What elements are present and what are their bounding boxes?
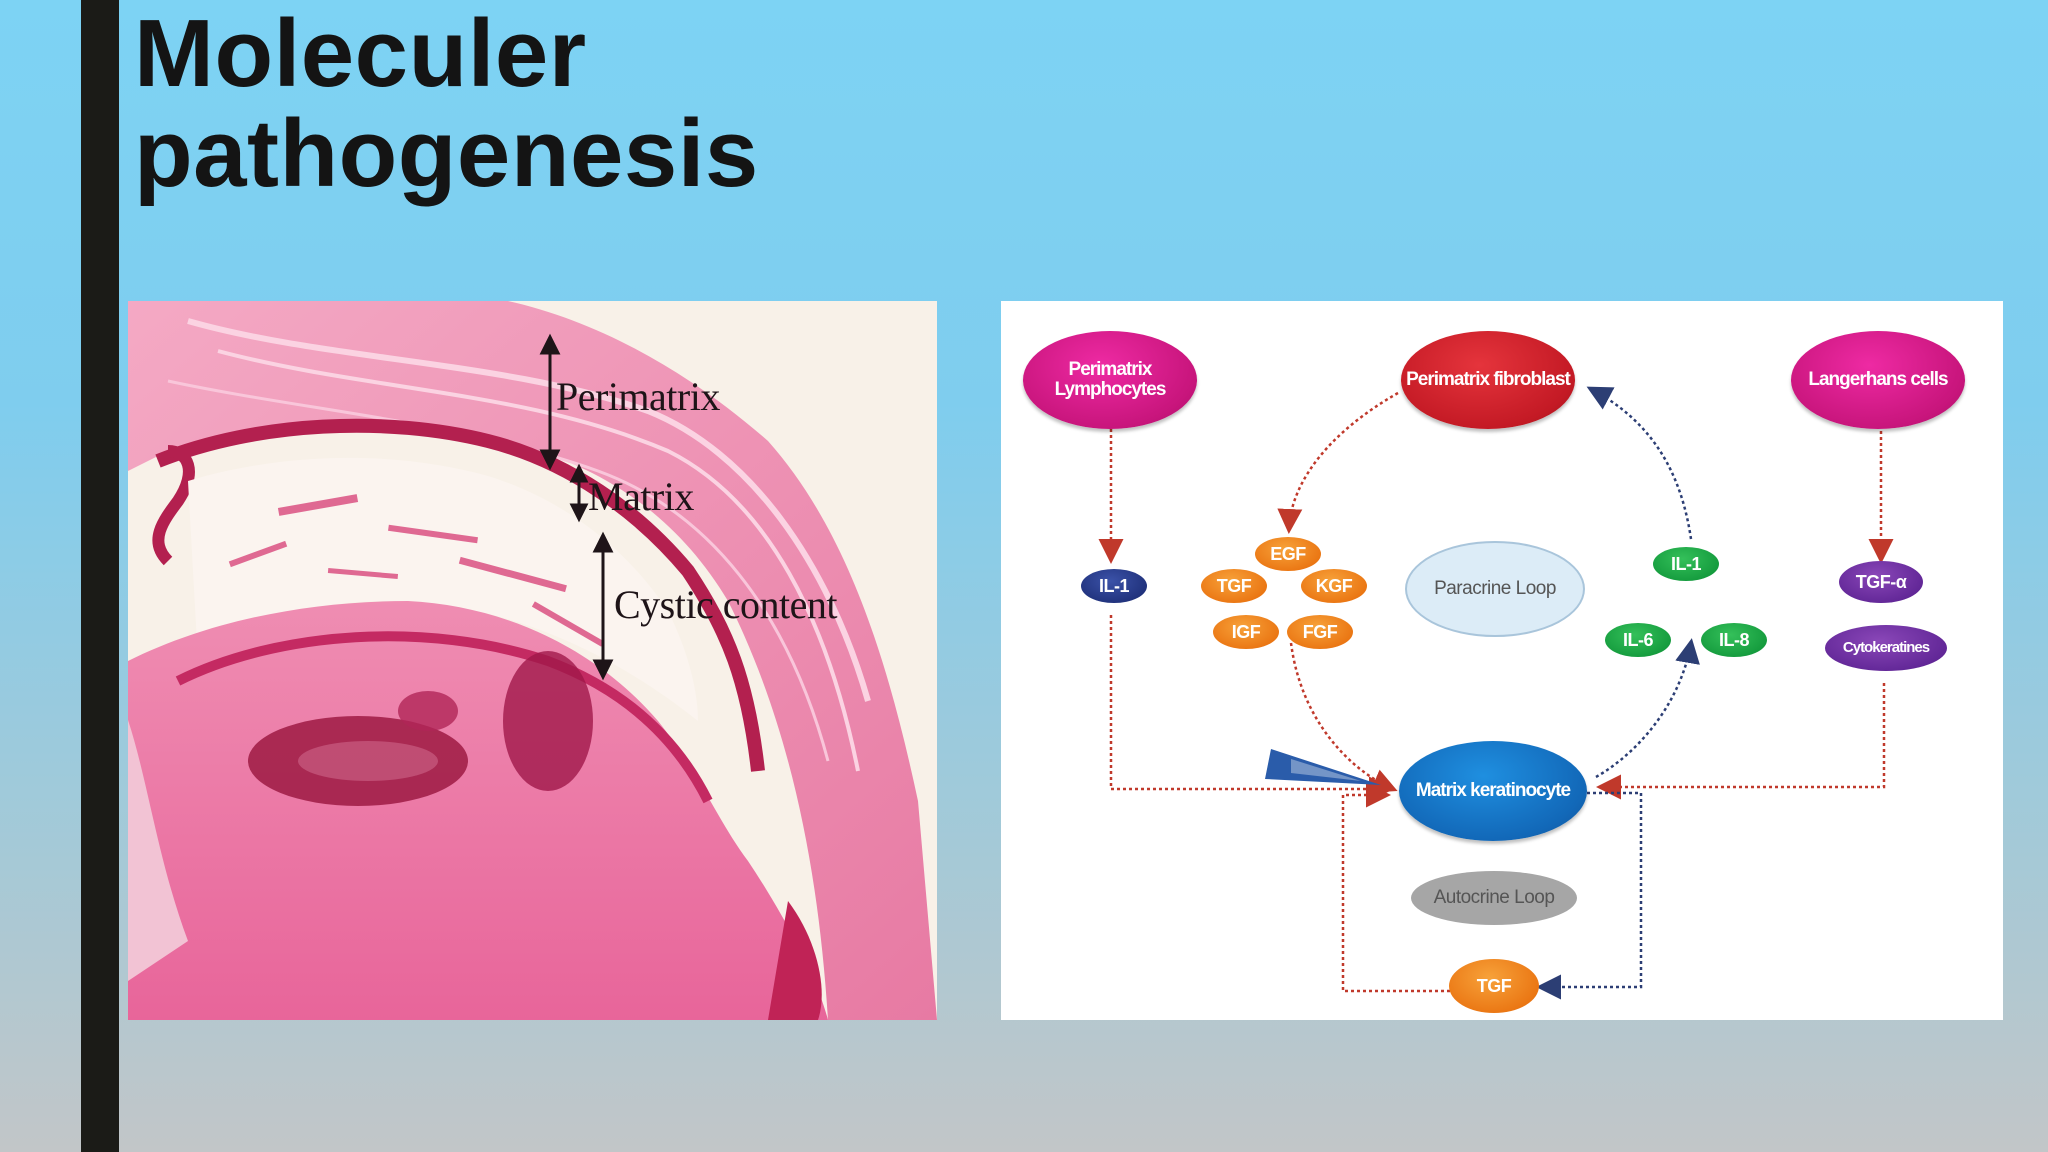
node-matrix-keratinocyte: Matrix keratinocyte — [1399, 741, 1587, 841]
node-perimatrix-lymphocytes: Perimatrix Lymphocytes — [1023, 331, 1197, 429]
node-paracrine-loop: Paracrine Loop — [1405, 541, 1585, 637]
node-langerhans-cells: Langerhans cells — [1791, 331, 1965, 429]
node-fgf: FGF — [1287, 615, 1353, 649]
signaling-diagram: Perimatrix Lymphocytes Perimatrix fibrob… — [1001, 301, 2003, 1020]
node-il1-right: IL-1 — [1653, 547, 1719, 581]
node-cytokeratines: Cytokeratines — [1825, 625, 1947, 671]
node-il1-left: IL-1 — [1081, 569, 1147, 603]
label-perimatrix: Perimatrix — [556, 374, 720, 419]
arrow-il1-keratinocyte — [1109, 615, 1394, 802]
label-matrix: Matrix — [588, 474, 694, 519]
title-line-1: Moleculer — [134, 0, 587, 107]
diagram-arrows — [1098, 386, 1894, 1000]
arrow-fibroblast-gf — [1277, 391, 1399, 534]
arrow-gf-keratinocyte — [1289, 642, 1398, 793]
arrow-tgf-keratinocyte — [1341, 782, 1456, 993]
node-egf: EGF — [1255, 537, 1321, 571]
arrow-keratinocyte-tgf — [1536, 791, 1643, 1000]
label-cystic-content: Cystic content — [614, 582, 837, 627]
node-igf: IGF — [1213, 615, 1279, 649]
receptor-wedge-icon — [1265, 749, 1381, 785]
node-tgf-bottom: TGF — [1449, 959, 1539, 1013]
node-kgf: KGF — [1301, 569, 1367, 603]
histology-image: Perimatrix Matrix Cystic content — [128, 301, 937, 1020]
node-il8: IL-8 — [1701, 623, 1767, 657]
node-il6: IL-6 — [1605, 623, 1671, 657]
arrow-cytok-keratinocyte — [1596, 683, 1886, 800]
arrow-keratinocyte-il — [1595, 638, 1700, 779]
histology-illustration — [128, 301, 937, 1020]
page-title: Moleculer pathogenesis — [134, 4, 759, 204]
node-tgf-alpha: TGF-α — [1839, 561, 1923, 603]
node-perimatrix-fibroblast: Perimatrix fibroblast — [1401, 331, 1575, 429]
title-line-2: pathogenesis — [134, 100, 759, 207]
node-tgf-left: TGF — [1201, 569, 1267, 603]
left-accent-bar — [81, 0, 119, 1152]
arrow-il1-fibroblast — [1586, 386, 1693, 540]
node-autocrine-loop: Autocrine Loop — [1411, 871, 1577, 925]
